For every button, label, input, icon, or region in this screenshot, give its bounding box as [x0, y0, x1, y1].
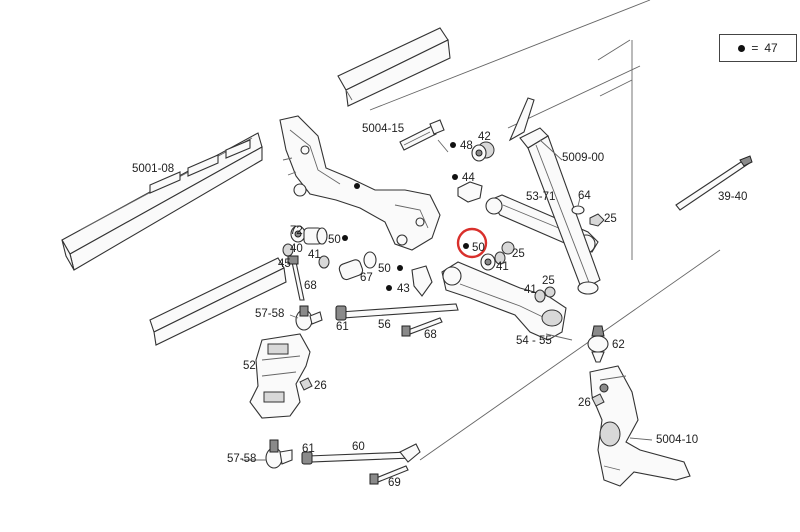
washer-41a — [318, 255, 330, 269]
label-50-highlighted: 50 — [472, 242, 485, 254]
frame-rail-left — [61, 132, 263, 271]
ball-joint-62 — [587, 325, 609, 363]
label-40: 40 — [290, 243, 303, 255]
label-50b: 50 — [378, 263, 391, 275]
cap-44 — [457, 181, 483, 203]
label-68a: 68 — [304, 280, 317, 292]
guide-lines — [369, 0, 721, 461]
dot-50b — [397, 265, 403, 271]
label-60: 60 — [352, 441, 365, 453]
ball-joint-57-58b — [265, 439, 293, 469]
shock-absorber-5009-00 — [508, 97, 601, 295]
label-61a: 61 — [336, 321, 349, 333]
label-67: 67 — [360, 272, 373, 284]
label-48: 48 — [460, 140, 473, 152]
label-26b: 26 — [578, 397, 591, 409]
label-53-71: 53-71 — [526, 191, 555, 203]
leader-lines — [242, 139, 653, 461]
label-52: 52 — [243, 360, 256, 372]
label-5009-00: 5009-00 — [562, 152, 604, 164]
tie-rod-56 — [335, 303, 459, 321]
nut-25c — [544, 286, 556, 298]
label-72: 72 — [290, 225, 303, 237]
frame-rail-right-upper — [337, 27, 451, 107]
label-56: 56 — [378, 319, 391, 331]
highlight-circle — [456, 227, 488, 259]
label-50a: 50 — [328, 234, 341, 246]
bolt-68a — [287, 255, 305, 301]
label-5004-10: 5004-10 — [656, 434, 698, 446]
legend-box: = 47 — [719, 34, 797, 62]
washer-41c — [534, 289, 546, 303]
label-25a: 25 — [604, 213, 617, 225]
label-54-55: 54 - 55 — [516, 335, 552, 347]
lower-arm-54-55 — [441, 261, 567, 341]
label-26a: 26 — [314, 380, 327, 392]
legend-value: 47 — [764, 41, 778, 55]
dot-44 — [452, 174, 458, 180]
label-5001-08: 5001-08 — [132, 163, 174, 175]
nut-26b — [591, 393, 605, 407]
nut-26a — [299, 377, 313, 391]
bushing-50a — [303, 227, 328, 245]
ball-joint-57-58a — [295, 305, 323, 331]
bracket-52 — [249, 333, 311, 419]
label-25c: 25 — [542, 275, 555, 287]
label-42: 42 — [478, 131, 491, 143]
washer-64 — [571, 205, 585, 215]
label-69: 69 — [388, 477, 401, 489]
tie-rod-60 — [301, 443, 421, 465]
label-57-58b: 57-58 — [227, 453, 256, 465]
frame-rail-lower — [149, 257, 287, 346]
bump-stop-43 — [411, 265, 433, 297]
bushing-67 — [338, 251, 377, 281]
label-44: 44 — [462, 172, 475, 184]
label-25b: 25 — [512, 248, 525, 260]
dot-50-highlight — [463, 243, 469, 249]
label-45: 45 — [278, 258, 291, 270]
bushing-50-highlighted — [480, 253, 496, 271]
bushing-42 — [471, 141, 495, 162]
crossmember — [279, 115, 441, 251]
washer-41b — [494, 251, 506, 265]
steering-knuckle-5004-10 — [589, 365, 691, 487]
dot-50a — [342, 235, 348, 241]
label-64: 64 — [578, 190, 591, 202]
label-62: 62 — [612, 339, 625, 351]
label-57-58a: 57-58 — [255, 308, 284, 320]
dot-43 — [386, 285, 392, 291]
bolt-68b — [401, 317, 443, 337]
label-41a: 41 — [308, 249, 321, 261]
legend-dot-icon — [738, 44, 746, 52]
nut-25b — [501, 241, 515, 255]
label-41c: 41 — [524, 284, 537, 296]
bolt-69 — [369, 465, 409, 485]
bolt-5004-15 — [399, 119, 445, 151]
dot-48 — [450, 142, 456, 148]
nut-25a — [589, 213, 605, 227]
label-61b: 61 — [302, 443, 315, 455]
rod-39-40 — [675, 155, 753, 211]
label-41b: 41 — [496, 261, 509, 273]
label-5004-15: 5004-15 — [362, 123, 404, 135]
label-39-40: 39-40 — [718, 191, 747, 203]
label-43: 43 — [397, 283, 410, 295]
legend-equals: = — [751, 41, 759, 55]
label-68b: 68 — [424, 329, 437, 341]
bushing-72 — [290, 225, 306, 243]
